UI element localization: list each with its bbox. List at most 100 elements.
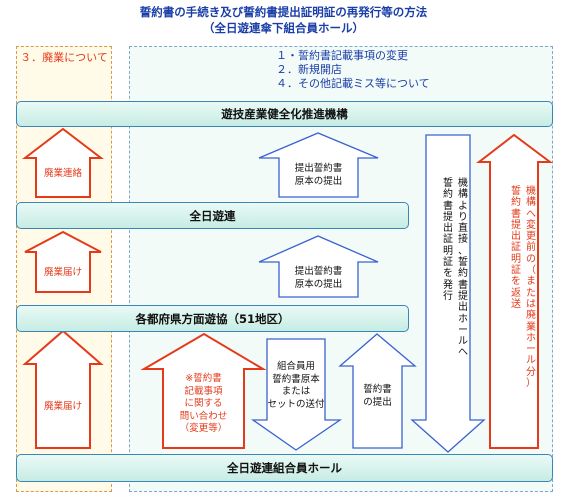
label-line: 原本の提出 bbox=[294, 175, 343, 187]
label-line: に関する bbox=[184, 398, 223, 409]
vertical-char: た bbox=[526, 287, 536, 299]
band-zennichi-label: 全日遊連 bbox=[189, 208, 236, 223]
label-line: 提出誓約書 bbox=[294, 163, 343, 174]
band-hall: 全日遊連組合員ホール bbox=[16, 454, 553, 482]
vertical-line-2: 誓約書提出証明証を発行 bbox=[443, 178, 453, 302]
vertical-char: 変 bbox=[526, 219, 536, 231]
vertical-char: 接 bbox=[458, 234, 468, 246]
vertical-char: 証 bbox=[511, 242, 521, 254]
vertical-char: 機 bbox=[526, 186, 536, 197]
vertical-line-1: 機構より直接、誓約書提出ホールへ bbox=[458, 178, 468, 359]
vertical-char: 分 bbox=[526, 366, 536, 378]
band-kenkyo: 各都府県方面遊協（51地区） bbox=[16, 305, 409, 332]
blue-up-arrow-submit-1-label: 提出誓約書 原本の提出 bbox=[279, 163, 358, 188]
title-line-2: （全日遊連傘下組合員ホール） bbox=[203, 21, 364, 35]
vertical-char: 構 bbox=[458, 189, 468, 201]
red-up-arrow-report-1-label: 廃業届け bbox=[43, 267, 82, 278]
blue-up-arrow-submit-2 bbox=[258, 235, 379, 298]
vertical-char: 提 bbox=[443, 211, 453, 223]
vertical-char: 約 bbox=[511, 197, 521, 209]
red-up-arrow-notice-label: 廃業連絡 bbox=[43, 168, 82, 179]
vertical-char: 前 bbox=[526, 242, 536, 254]
vertical-char: 出 bbox=[511, 231, 521, 243]
vertical-char: ル bbox=[458, 336, 468, 348]
vertical-char: 、 bbox=[458, 245, 468, 257]
label-line: セットの送付 bbox=[267, 398, 325, 410]
blue-up-arrow-submit-1 bbox=[258, 132, 379, 198]
closure-zone-label: ３．廃業について bbox=[20, 51, 108, 64]
topic-item: ４．その他記載ミス等について bbox=[276, 77, 430, 90]
vertical-line-1: 機構へ変更前の（または廃業ホール分） bbox=[526, 186, 536, 389]
blue-down-arrow-send-label: 組合員用 誓約書原本 または セットの送付 bbox=[267, 361, 325, 411]
vertical-char: 誓 bbox=[511, 186, 521, 197]
vertical-char: へ bbox=[526, 208, 536, 220]
red-long-up-arrow bbox=[476, 133, 553, 449]
vertical-char: 明 bbox=[443, 245, 453, 257]
band-zennichi: 全日遊連 bbox=[16, 202, 409, 229]
blue-long-down-arrow bbox=[410, 134, 486, 453]
red-up-arrow-report-2-label: 廃業届け bbox=[43, 401, 82, 412]
label-line: 誓約書原本 bbox=[272, 373, 320, 385]
red-inquiry-arrow-label: ※誓約書 記載事項 に関する 問い合わせ （変更等） bbox=[163, 373, 244, 436]
vertical-char: 明 bbox=[511, 253, 521, 265]
vertical-char: 提 bbox=[511, 219, 521, 231]
label-line: の提出 bbox=[363, 396, 392, 408]
vertical-char: ホ bbox=[458, 313, 468, 325]
diagram-title: 誓約書の手続き及び誓約書提出証明証の再発行等の方法 （全日遊連傘下組合員ホール） bbox=[0, 4, 567, 36]
vertical-char: 廃 bbox=[526, 310, 536, 322]
vertical-char: 送 bbox=[511, 298, 521, 310]
vertical-char: 出 bbox=[458, 302, 468, 314]
vertical-char: 更 bbox=[526, 231, 536, 243]
vertical-char: ル bbox=[526, 355, 536, 367]
vertical-char: 誓 bbox=[443, 178, 453, 189]
vertical-char: よ bbox=[458, 200, 468, 212]
vertical-char: 返 bbox=[511, 287, 521, 299]
label-line: 記載事項 bbox=[184, 385, 223, 397]
vertical-char: 書 bbox=[443, 200, 453, 212]
blue-up-arrow-submit-2-label: 提出誓約書 原本の提出 bbox=[279, 266, 358, 291]
vertical-char: は bbox=[526, 298, 536, 310]
band-hall-label: 全日遊連組合員ホール bbox=[227, 461, 342, 475]
vertical-char: ー bbox=[458, 324, 468, 336]
label-line: 原本の提出 bbox=[294, 278, 343, 290]
blue-down-arrow-send bbox=[250, 338, 343, 451]
red-inquiry-arrow bbox=[140, 332, 267, 449]
red-long-up-arrow-label: 機構へ変更前の（または廃業ホール分） 誓約書提出証明証を返送 bbox=[492, 186, 536, 389]
topic-list: １・誓約書記載事項の変更 ２．新規開店 ４．その他記載ミス等について bbox=[276, 49, 430, 91]
title-line-1: 誓約書の手続き及び誓約書提出証明証の再発行等の方法 bbox=[139, 5, 428, 19]
band-kiko-label: 遊技産業健全化推進機構 bbox=[221, 107, 348, 121]
vertical-line-2: 誓約書提出証明証を返送 bbox=[511, 186, 521, 310]
red-up-arrow-report-2 bbox=[22, 329, 104, 449]
vertical-char: （ bbox=[526, 265, 536, 277]
red-up-arrow-report-1 bbox=[24, 230, 102, 293]
vertical-char: り bbox=[458, 211, 468, 223]
label-line: 問い合わせ bbox=[179, 410, 228, 422]
vertical-char: 証 bbox=[443, 257, 453, 269]
vertical-char: 書 bbox=[511, 208, 521, 220]
vertical-char: ） bbox=[526, 378, 536, 390]
topic-item: ２．新規開店 bbox=[276, 63, 342, 76]
vertical-char: 書 bbox=[458, 279, 468, 291]
label-line: または bbox=[281, 386, 311, 397]
vertical-char: 行 bbox=[443, 290, 453, 302]
vertical-char: 出 bbox=[443, 223, 453, 235]
blue-up-arrow-submit-3 bbox=[338, 333, 417, 449]
label-line: （変更等） bbox=[179, 423, 228, 434]
vertical-char: 誓 bbox=[458, 257, 468, 269]
topic-item: １・誓約書記載事項の変更 bbox=[276, 49, 408, 62]
red-up-arrow-notice bbox=[22, 127, 104, 198]
vertical-char: 構 bbox=[526, 197, 536, 209]
vertical-char: ー bbox=[526, 344, 536, 356]
vertical-char: ま bbox=[526, 276, 536, 288]
vertical-char: 約 bbox=[443, 189, 453, 201]
vertical-char: 機 bbox=[458, 178, 468, 189]
blue-long-down-arrow-label: 機構より直接、誓約書提出ホールへ 誓約書提出証明証を発行 bbox=[428, 178, 468, 359]
vertical-char: を bbox=[511, 276, 521, 288]
vertical-char: 証 bbox=[443, 234, 453, 246]
band-kiko: 遊技産業健全化推進機構 bbox=[16, 101, 553, 127]
vertical-char: 直 bbox=[458, 223, 468, 235]
label-line: 誓約書 bbox=[363, 384, 392, 395]
vertical-char: 提 bbox=[458, 290, 468, 302]
vertical-char: ホ bbox=[526, 332, 536, 344]
